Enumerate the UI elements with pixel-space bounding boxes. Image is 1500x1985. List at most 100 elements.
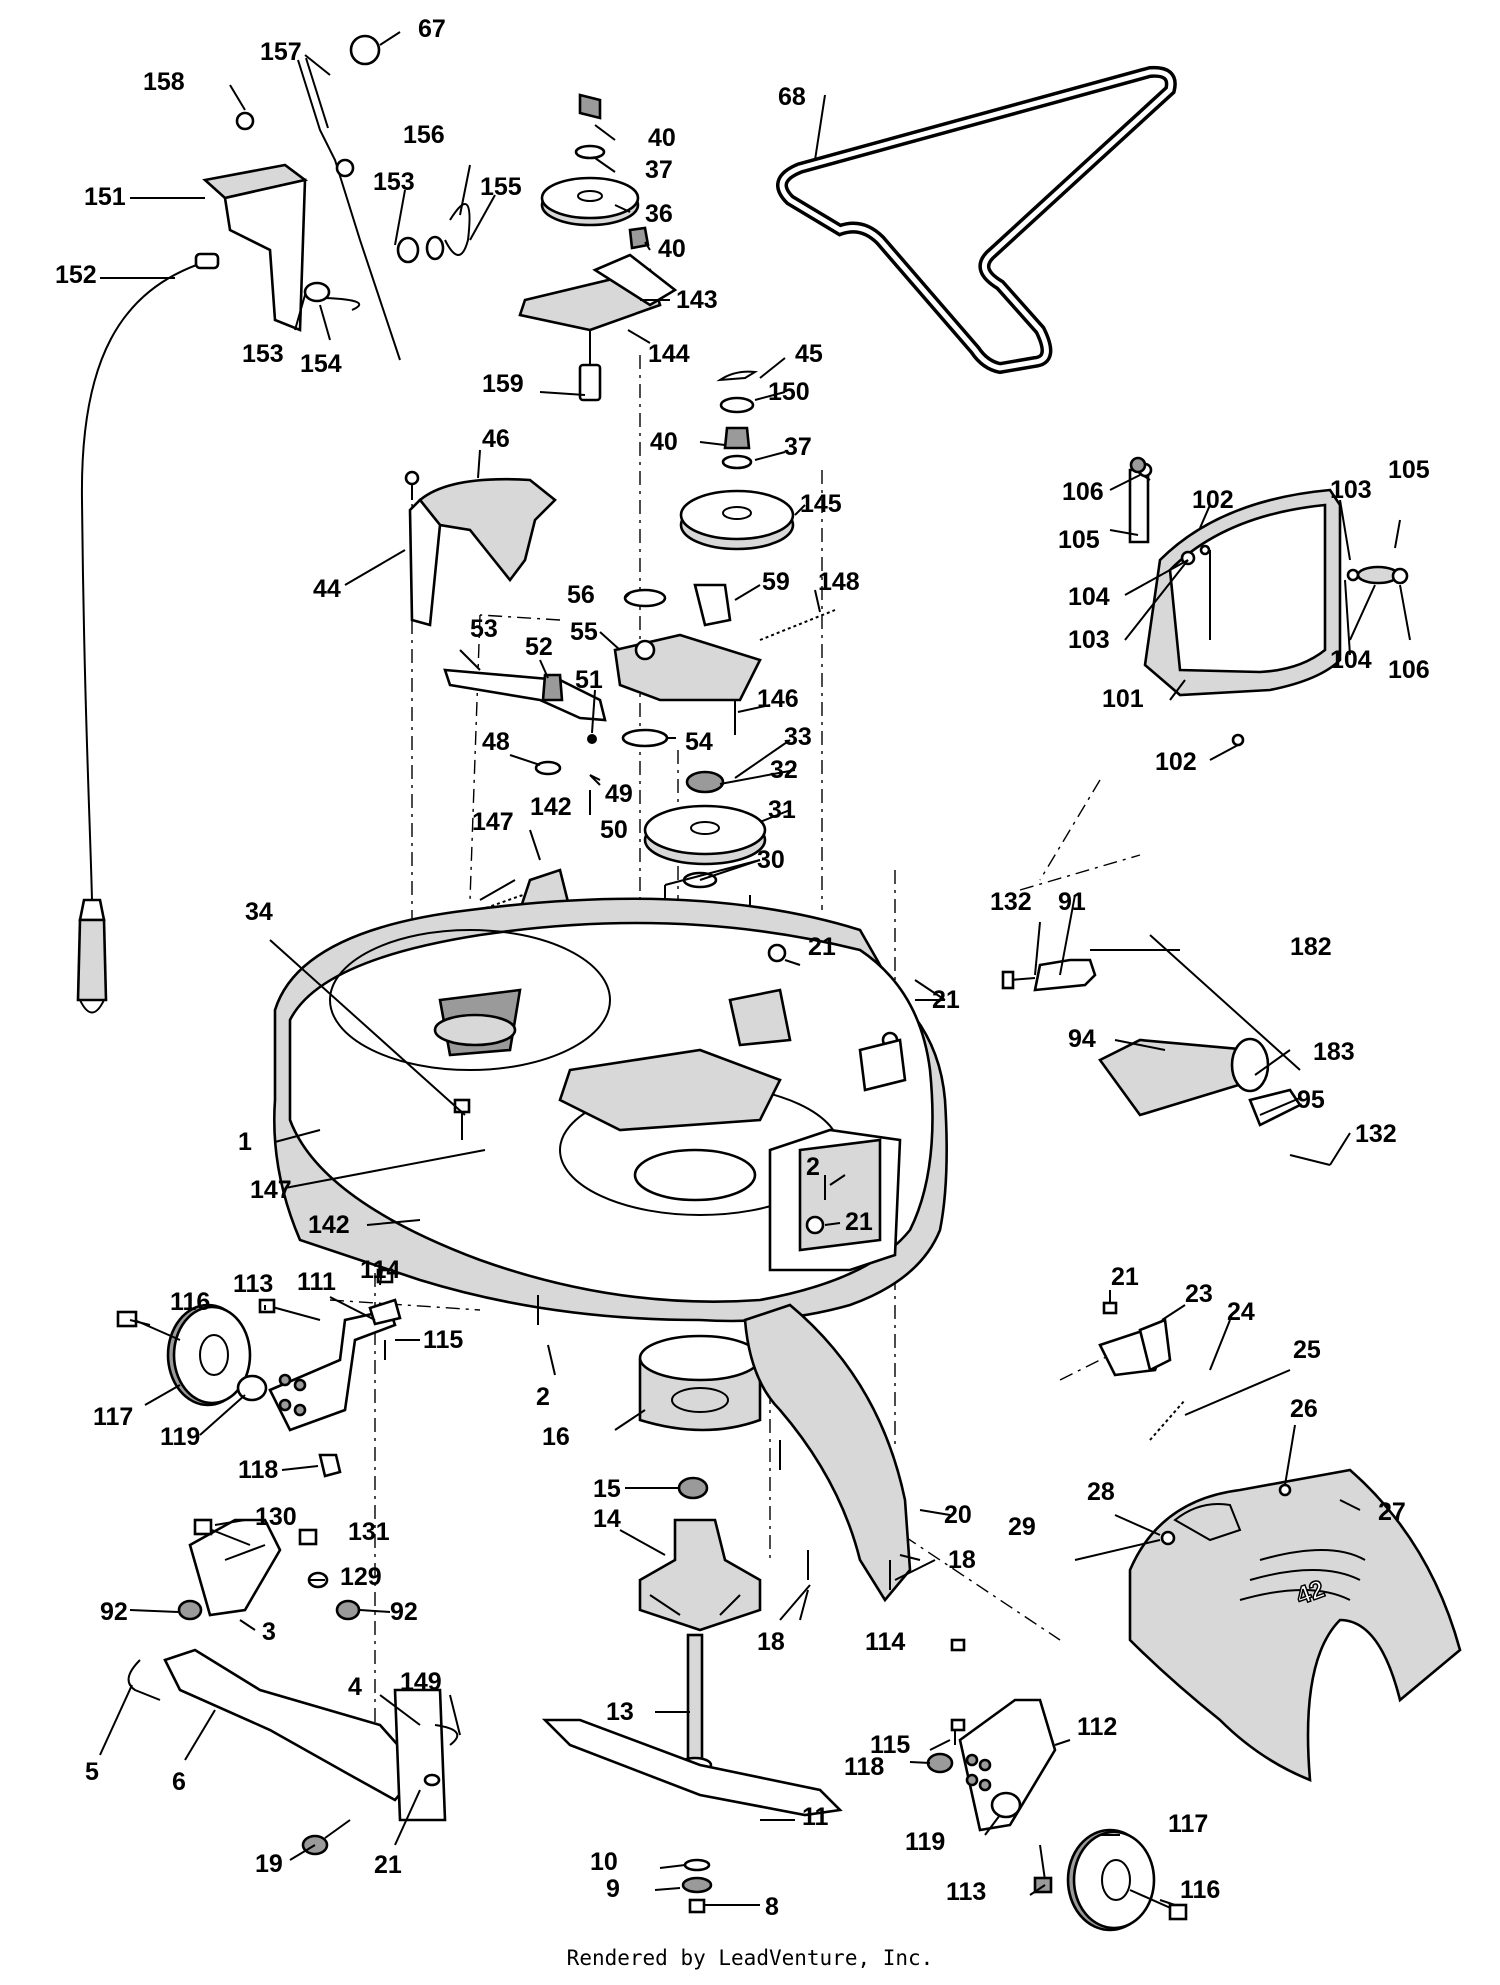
callout-36: 36: [645, 200, 673, 228]
callout-154: 154: [300, 350, 342, 378]
callout-44: 44: [313, 575, 341, 603]
callout-26: 26: [1290, 1395, 1318, 1423]
callout-148: 148: [818, 568, 860, 596]
callout-156: 156: [403, 121, 445, 149]
callout-114: 114: [360, 1256, 400, 1284]
baffle-20: [743, 1303, 912, 1603]
callout-51: 51: [575, 666, 603, 694]
callout-52: 52: [525, 633, 553, 661]
callout-104: 104: [1330, 646, 1372, 674]
callout-132: 132: [990, 888, 1032, 916]
callout-31: 31: [768, 796, 796, 824]
callout-115: 115: [423, 1326, 463, 1354]
callout-18: 18: [948, 1546, 976, 1574]
callout-149: 149: [400, 1668, 442, 1696]
center-pulley-stack: [679, 370, 795, 551]
right-gauge-wheel: [926, 1638, 1188, 1932]
callout-142: 142: [308, 1211, 350, 1239]
callout-132: 132: [1355, 1120, 1397, 1148]
idler-bracket: [613, 583, 836, 748]
callout-45: 45: [795, 340, 823, 368]
callout-18: 18: [757, 1628, 785, 1656]
callout-130: 130: [255, 1503, 297, 1531]
callout-21: 21: [932, 986, 960, 1014]
callout-23: 23: [1185, 1280, 1213, 1308]
callout-15: 15: [593, 1475, 621, 1503]
callout-95: 95: [1297, 1086, 1325, 1114]
lift-lever-bracket: [202, 34, 471, 361]
callout-21: 21: [808, 933, 836, 961]
callout-142: 142: [530, 793, 572, 821]
anti-scalp-spring-assembly: [1098, 1301, 1186, 1441]
callout-157: 157: [260, 38, 302, 66]
callout-34: 34: [245, 898, 273, 926]
callout-68: 68: [778, 83, 806, 111]
callout-46: 46: [482, 425, 510, 453]
deflector-roller-assembly: [1001, 934, 1331, 1166]
callout-32: 32: [770, 756, 798, 784]
callout-131: 131: [348, 1518, 390, 1546]
callout-159: 159: [482, 370, 524, 398]
callout-105: 105: [1388, 456, 1430, 484]
callout-145: 145: [800, 490, 842, 518]
control-cable: [76, 252, 220, 1014]
callout-152: 152: [55, 261, 97, 289]
callout-112: 112: [1077, 1713, 1117, 1741]
callout-119: 119: [905, 1828, 945, 1856]
callout-101: 101: [1102, 685, 1144, 713]
callout-21: 21: [845, 1208, 873, 1236]
callout-labels: 1 2 2 3 4 5 6 8 9 10 11 13 14 15 16 18 1…: [55, 15, 1430, 1921]
callout-104: 104: [1068, 583, 1110, 611]
callout-118: 118: [844, 1753, 884, 1781]
callout-106: 106: [1062, 478, 1104, 506]
callout-144: 144: [648, 340, 690, 368]
callout-28: 28: [1087, 1478, 1115, 1506]
callout-11: 11: [802, 1803, 829, 1831]
belt-guide-44: [404, 470, 557, 627]
callout-27: 27: [1378, 1498, 1406, 1526]
callout-153: 153: [373, 168, 415, 196]
discharge-cover-27: 42: [1074, 1468, 1462, 1782]
callout-9: 9: [606, 1875, 620, 1903]
callout-94: 94: [1068, 1025, 1096, 1053]
callout-40: 40: [658, 235, 686, 263]
callout-14: 14: [593, 1505, 621, 1533]
callout-53: 53: [470, 615, 498, 643]
callout-118: 118: [238, 1456, 278, 1484]
drive-belt: [776, 65, 1177, 375]
callout-105: 105: [1058, 526, 1100, 554]
callout-37: 37: [645, 156, 673, 184]
idler-pulley-assembly: [518, 93, 678, 402]
callout-103: 103: [1068, 626, 1110, 654]
callout-92: 92: [390, 1598, 418, 1626]
callout-56: 56: [567, 581, 595, 609]
callout-20: 20: [944, 1501, 972, 1529]
footer-credit: Rendered by LeadVenture, Inc.: [566, 1946, 934, 1970]
callout-2: 2: [806, 1153, 820, 1181]
callout-21: 21: [1111, 1263, 1139, 1291]
callout-25: 25: [1293, 1336, 1321, 1364]
callout-8: 8: [765, 1893, 779, 1921]
callout-147: 147: [250, 1176, 292, 1204]
callout-10: 10: [590, 1848, 618, 1876]
callout-4: 4: [348, 1673, 362, 1701]
callout-24: 24: [1227, 1298, 1255, 1326]
callout-155: 155: [480, 173, 522, 201]
callout-91: 91: [1058, 888, 1086, 916]
callout-13: 13: [606, 1698, 634, 1726]
callout-40: 40: [648, 124, 676, 152]
leader-lines: [99, 31, 1411, 1906]
callout-2: 2: [536, 1383, 550, 1411]
callout-151: 151: [84, 183, 126, 211]
callout-129: 129: [340, 1563, 382, 1591]
callout-92: 92: [100, 1598, 128, 1626]
callout-50: 50: [600, 816, 628, 844]
callout-40: 40: [650, 428, 678, 456]
callout-6: 6: [172, 1768, 186, 1796]
callout-30: 30: [757, 846, 785, 874]
callout-37: 37: [784, 433, 812, 461]
left-lift-linkage: [127, 1518, 459, 1856]
callout-103: 103: [1330, 476, 1372, 504]
mower-deck: [272, 897, 948, 1323]
